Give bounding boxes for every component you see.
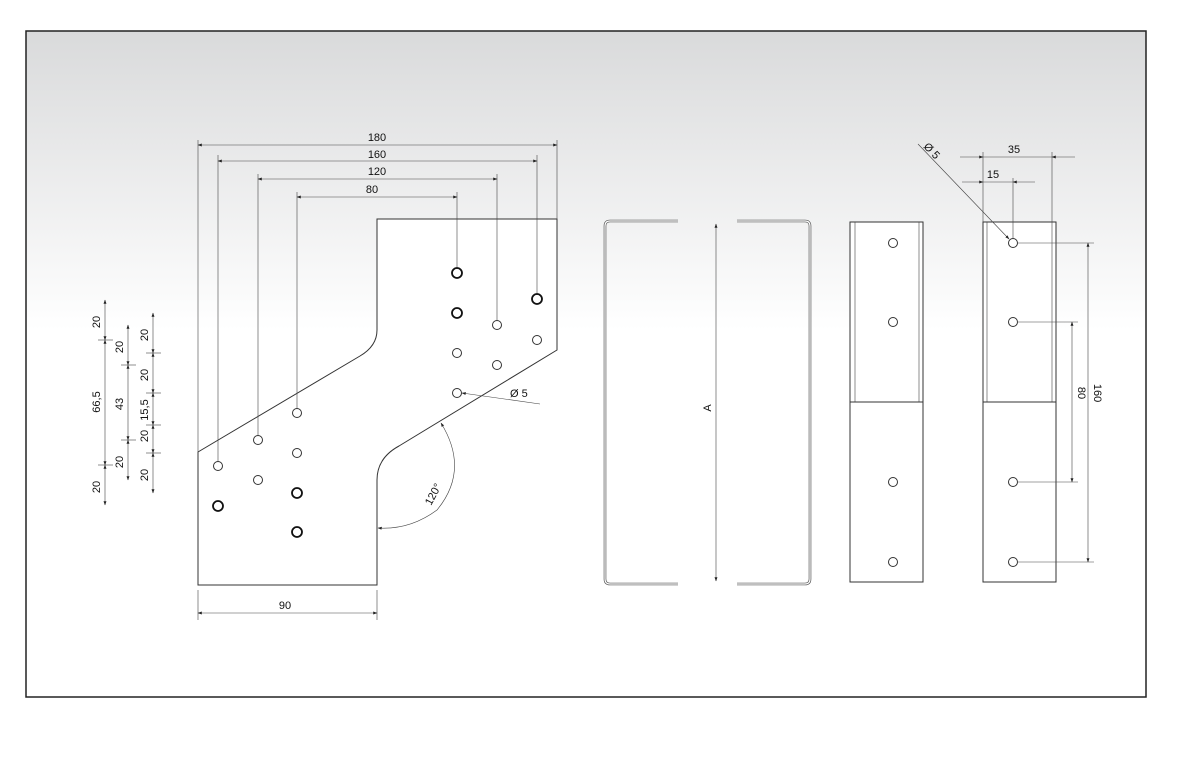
dim-label-90: 90 xyxy=(279,600,291,612)
dim-label-180: 180 xyxy=(368,132,386,144)
hole xyxy=(888,557,898,567)
dim-label-left: 20 xyxy=(91,481,103,493)
hole-diameter-label: Ø 5 xyxy=(510,388,528,400)
hole xyxy=(1008,238,1018,248)
dim-label-left: 20 xyxy=(139,369,151,381)
hole xyxy=(213,461,223,471)
front-view xyxy=(849,221,924,583)
hole-bold xyxy=(212,500,224,512)
hole xyxy=(451,307,463,319)
dim-label-left: 20 xyxy=(139,469,151,481)
hole-bold xyxy=(291,526,303,538)
dim-label-left: 20 xyxy=(139,329,151,341)
hole xyxy=(888,477,898,487)
hole-diameter-leader xyxy=(461,392,541,405)
side-view: 35 15 Ø 5 80 160 xyxy=(917,141,1103,583)
dim-label-160: 160 xyxy=(368,149,386,161)
dim-label-120: 120 xyxy=(368,166,386,178)
dim-label-left: 15,5 xyxy=(139,399,151,420)
dim-label-80: 80 xyxy=(1075,387,1087,399)
hole-diameter-leader xyxy=(917,143,1010,240)
dim-label-35: 35 xyxy=(1008,144,1020,156)
dim-label-left: 20 xyxy=(114,341,126,353)
hole xyxy=(1008,317,1018,327)
hole xyxy=(253,475,263,485)
hole xyxy=(1008,557,1018,567)
section-view: A xyxy=(603,219,812,586)
hole xyxy=(888,238,898,248)
plate-holes xyxy=(212,267,543,538)
dim-label-left: 43 xyxy=(114,398,126,410)
hole-bold xyxy=(291,487,303,499)
dim-label-80: 80 xyxy=(366,184,378,196)
angle-arc xyxy=(377,422,455,530)
dim-label-height: A xyxy=(702,404,714,412)
hole xyxy=(253,435,263,445)
dim-label-15: 15 xyxy=(987,169,999,181)
hole xyxy=(492,320,502,330)
hole xyxy=(1008,477,1018,487)
hole xyxy=(451,267,463,279)
hole xyxy=(452,348,462,358)
hole xyxy=(292,408,302,418)
hole xyxy=(292,448,302,458)
dim-label-left: 20 xyxy=(91,316,103,328)
left-dimensions-middle: 20 43 20 xyxy=(114,324,136,481)
hole xyxy=(492,360,502,370)
left-dimensions-outer: 20 66,5 20 xyxy=(91,299,113,506)
left-dimensions-inner: 20 20 15,5 20 20 xyxy=(139,312,161,494)
dim-label-left: 20 xyxy=(139,430,151,442)
dim-label-left: 20 xyxy=(114,456,126,468)
hole xyxy=(888,317,898,327)
dim-label-160: 160 xyxy=(1091,384,1103,402)
extension-lines xyxy=(197,140,558,620)
plan-view: 180 160 120 80 90 xyxy=(91,132,558,620)
hole xyxy=(532,335,542,345)
dim-label-left: 66,5 xyxy=(91,391,103,412)
hole xyxy=(452,388,462,398)
hole xyxy=(531,293,543,305)
drawing-sheet xyxy=(25,30,1147,698)
